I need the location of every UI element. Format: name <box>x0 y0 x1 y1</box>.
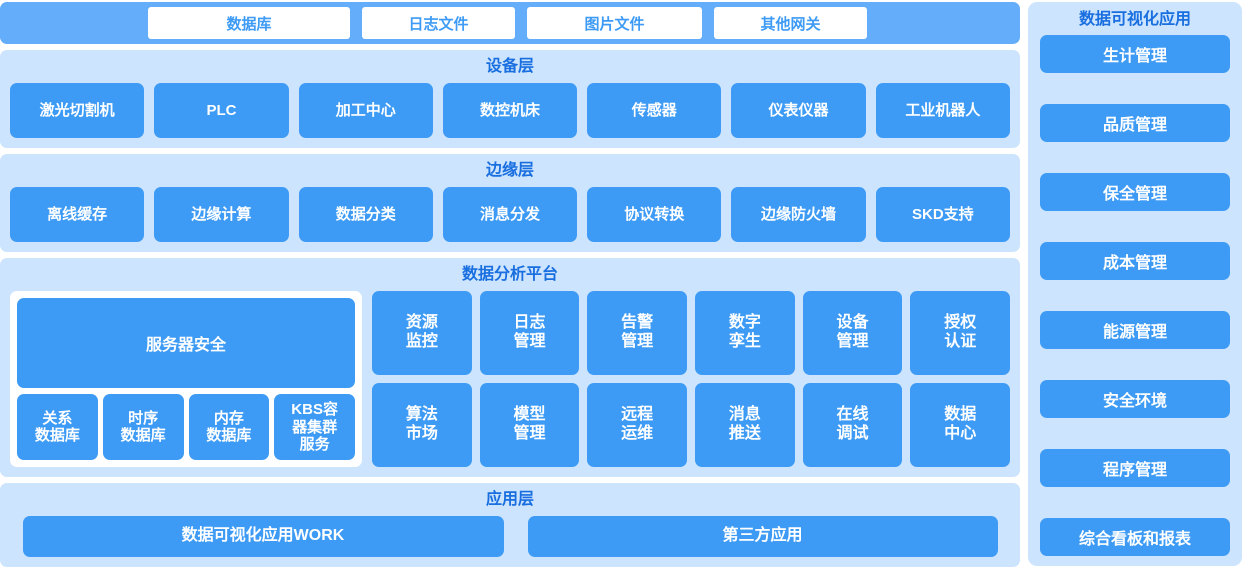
source-chip-database[interactable]: 数据库 <box>148 7 350 39</box>
device-tile-machining-center[interactable]: 加工中心 <box>298 83 433 138</box>
service-tile-remote-ops[interactable]: 远程运维 <box>587 383 688 467</box>
device-layer-title: 设备层 <box>485 58 534 75</box>
platform-layer-panel: 数据分析平台 服务器安全 关系数据库 时序数据库 内存数据库 KBS容器集群服务… <box>0 258 1020 477</box>
db-tile-in-memory[interactable]: 内存数据库 <box>188 394 270 460</box>
device-tile-sensor[interactable]: 传感器 <box>587 83 722 138</box>
edge-tile-sdk-support[interactable]: SKD支持 <box>875 187 1010 242</box>
edge-tile-edge-computing[interactable]: 边缘计算 <box>154 187 289 242</box>
data-source-bar: 数据库 日志文件 图片文件 其他网关 <box>0 2 1020 44</box>
db-tile-relational[interactable]: 关系数据库 <box>17 394 98 460</box>
db-tile-kbs-container-cluster[interactable]: KBS容器集群服务 <box>274 394 355 460</box>
service-tile-data-center[interactable]: 数据中心 <box>910 383 1011 467</box>
sidebar-item-dashboard-reports[interactable]: 综合看板和报表 <box>1040 518 1230 556</box>
device-tile-laser-cutter[interactable]: 激光切割机 <box>10 83 145 138</box>
server-security-group: 服务器安全 关系数据库 时序数据库 内存数据库 KBS容器集群服务 <box>10 291 362 467</box>
device-tile-industrial-robot[interactable]: 工业机器人 <box>875 83 1010 138</box>
service-tile-online-debug[interactable]: 在线调试 <box>802 383 903 467</box>
sidebar-item-livelihood-management[interactable]: 生计管理 <box>1040 35 1230 73</box>
service-tile-message-push[interactable]: 消息推送 <box>695 383 795 467</box>
device-tile-instrument[interactable]: 仪表仪器 <box>731 83 866 138</box>
server-security-tile[interactable]: 服务器安全 <box>17 298 355 389</box>
device-layer-panel: 设备层 激光切割机 PLC 加工中心 数控机床 传感器 仪表仪器 工业机器人 <box>0 50 1020 148</box>
app-tile-third-party[interactable]: 第三方应用 <box>527 516 998 557</box>
source-chip-image-file[interactable]: 图片文件 <box>527 7 702 39</box>
app-tile-data-visualization-work[interactable]: 数据可视化应用WORK <box>22 516 504 557</box>
platform-service-grid-row-2: 算法市场 模型管理 远程运维 消息推送 在线调试 数据中心 <box>372 383 1011 467</box>
service-tile-alarm-management[interactable]: 告警管理 <box>587 291 688 375</box>
platform-service-grid-row-1: 资源监控 日志管理 告警管理 数字孪生 设备管理 授权认证 <box>372 291 1011 375</box>
edge-tile-message-distribution[interactable]: 消息分发 <box>442 187 578 242</box>
service-tile-log-management[interactable]: 日志管理 <box>479 291 580 375</box>
platform-layer-title: 数据分析平台 <box>461 266 558 283</box>
service-tile-authorization-auth[interactable]: 授权认证 <box>910 291 1011 375</box>
service-tile-device-management[interactable]: 设备管理 <box>802 291 903 375</box>
main-architecture-column: 数据库 日志文件 图片文件 其他网关 设备层 激光切割机 PLC 加工中心 数控… <box>0 2 1020 567</box>
service-tile-resource-monitoring[interactable]: 资源监控 <box>372 291 472 375</box>
sidebar-item-list: 生计管理 品质管理 保全管理 成本管理 能源管理 安全环境 程序管理 综合看板和… <box>1040 35 1230 556</box>
source-chip-log-file[interactable]: 日志文件 <box>362 7 515 39</box>
sidebar-item-safety-environment[interactable]: 安全环境 <box>1040 380 1230 418</box>
database-row: 关系数据库 时序数据库 内存数据库 KBS容器集群服务 <box>17 394 355 460</box>
sidebar-item-quality-management[interactable]: 品质管理 <box>1040 104 1230 142</box>
device-tile-cnc-machine[interactable]: 数控机床 <box>442 83 578 138</box>
sidebar-item-maintenance-management[interactable]: 保全管理 <box>1040 173 1230 211</box>
edge-tile-protocol-conversion[interactable]: 协议转换 <box>587 187 722 242</box>
edge-layer-panel: 边缘层 离线缓存 边缘计算 数据分类 消息分发 协议转换 边缘防火墙 SKD支持 <box>0 154 1020 252</box>
platform-layer-body: 服务器安全 关系数据库 时序数据库 内存数据库 KBS容器集群服务 资源监控 日… <box>10 291 1011 467</box>
edge-tile-edge-firewall[interactable]: 边缘防火墙 <box>731 187 866 242</box>
data-visualization-sidebar: 数据可视化应用 生计管理 品质管理 保全管理 成本管理 能源管理 安全环境 程序… <box>1028 2 1242 566</box>
device-tile-plc[interactable]: PLC <box>154 83 289 138</box>
application-layer-title: 应用层 <box>485 491 534 508</box>
device-layer-row: 激光切割机 PLC 加工中心 数控机床 传感器 仪表仪器 工业机器人 <box>10 83 1010 138</box>
sidebar-item-cost-management[interactable]: 成本管理 <box>1040 242 1230 280</box>
edge-layer-title: 边缘层 <box>485 162 534 179</box>
platform-service-grid: 资源监控 日志管理 告警管理 数字孪生 设备管理 授权认证 算法市场 模型管理 … <box>372 291 1011 467</box>
sidebar-item-energy-management[interactable]: 能源管理 <box>1040 311 1230 349</box>
service-tile-model-management[interactable]: 模型管理 <box>479 383 580 467</box>
application-layer-row: 数据可视化应用WORK 第三方应用 <box>10 516 1010 557</box>
edge-tile-data-classification[interactable]: 数据分类 <box>298 187 433 242</box>
edge-layer-row: 离线缓存 边缘计算 数据分类 消息分发 协议转换 边缘防火墙 SKD支持 <box>10 187 1010 242</box>
sidebar-item-program-management[interactable]: 程序管理 <box>1040 449 1230 487</box>
db-tile-timeseries[interactable]: 时序数据库 <box>102 394 184 460</box>
source-chip-other-gateway[interactable]: 其他网关 <box>714 7 867 39</box>
edge-tile-offline-cache[interactable]: 离线缓存 <box>10 187 145 242</box>
sidebar-title: 数据可视化应用 <box>1078 11 1191 28</box>
service-tile-algorithm-market[interactable]: 算法市场 <box>372 383 472 467</box>
service-tile-digital-twin[interactable]: 数字孪生 <box>695 291 795 375</box>
application-layer-panel: 应用层 数据可视化应用WORK 第三方应用 <box>0 483 1020 567</box>
